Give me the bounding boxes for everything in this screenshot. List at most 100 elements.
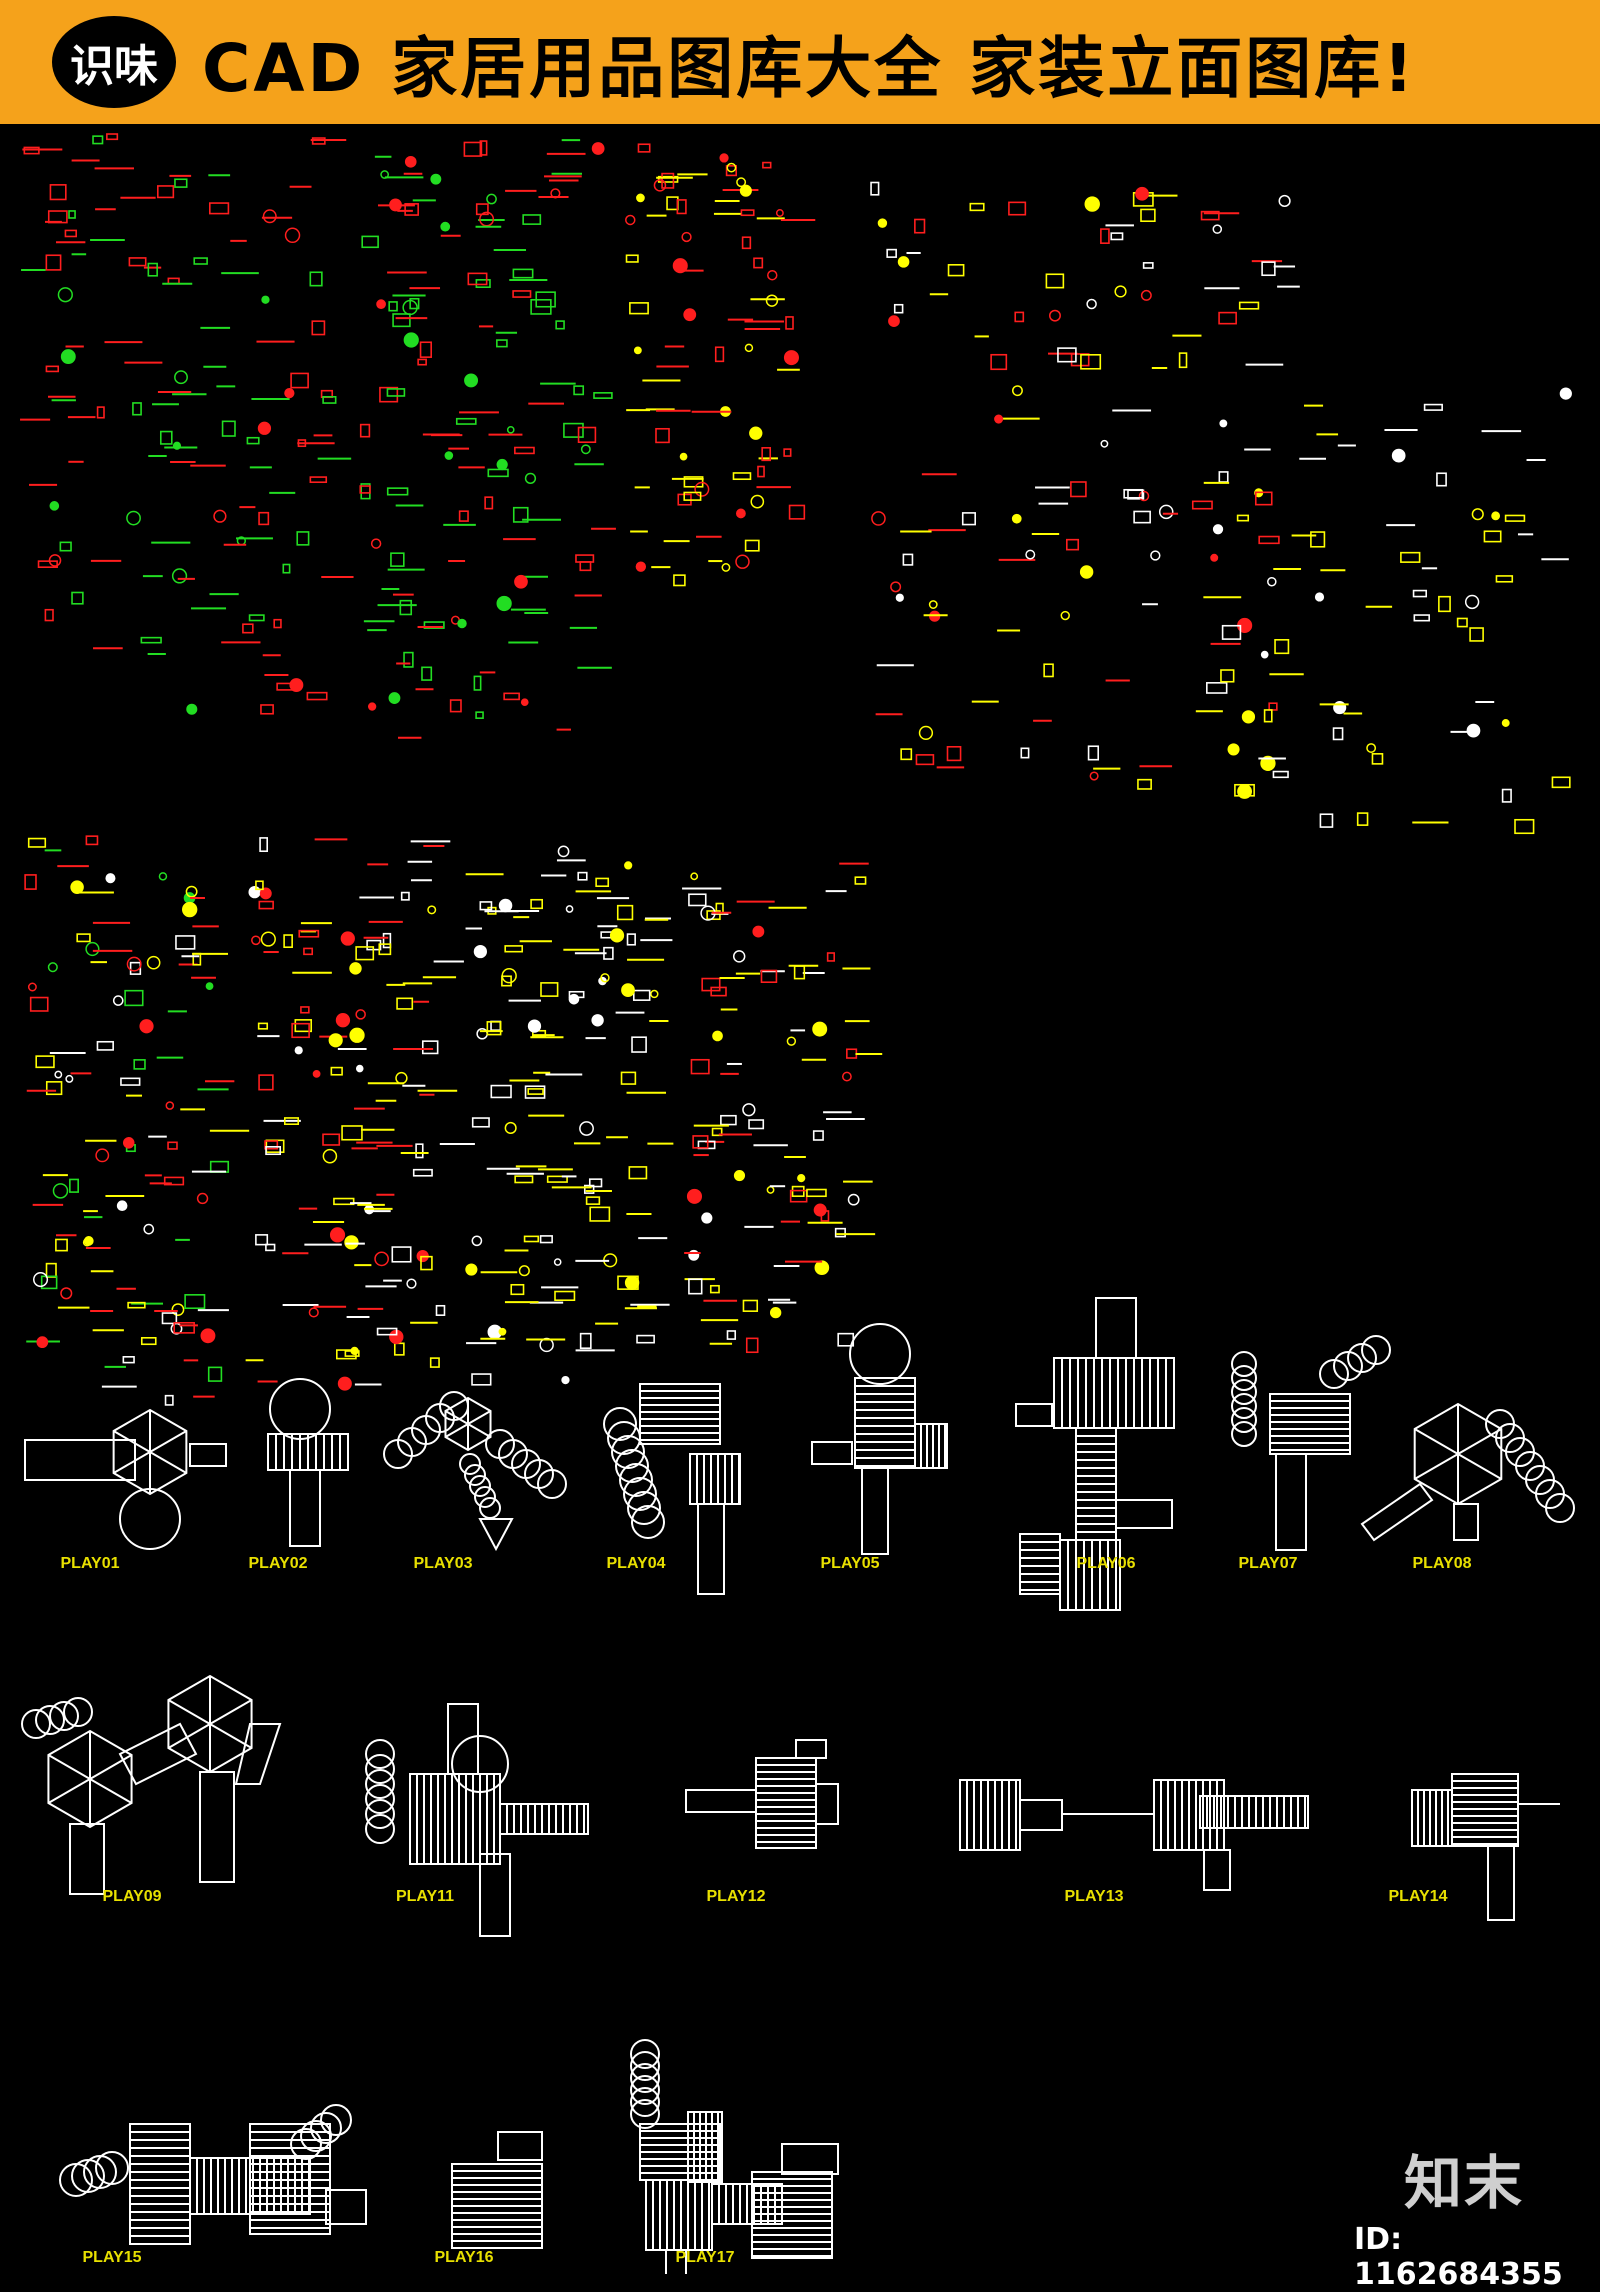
symbol-box: [298, 929, 320, 938]
playground-plan: [959, 1779, 1309, 1891]
symbol-dot: [635, 561, 647, 572]
symbol-dot: [744, 343, 754, 353]
symbol-box: [690, 1058, 710, 1075]
symbol-box: [486, 1021, 502, 1036]
symbol-dot: [650, 989, 659, 999]
symbol-box: [479, 140, 488, 156]
symbol-box: [720, 1114, 737, 1126]
symbol-dot: [1559, 387, 1572, 400]
symbol-dot: [1212, 524, 1224, 535]
plan-tube-ring: [459, 1453, 481, 1475]
symbol-box: [714, 346, 725, 363]
symbol-box: [159, 430, 173, 445]
symbol-box: [161, 1312, 178, 1325]
symbol-box: [473, 675, 482, 691]
symbol-dot: [337, 1376, 352, 1391]
symbol-box: [631, 1036, 647, 1053]
symbol-dot: [54, 1070, 63, 1079]
symbol-dot: [609, 928, 625, 943]
symbol-box: [503, 692, 520, 701]
plan-tube-ring: [464, 1464, 486, 1486]
symbol-box: [522, 214, 542, 225]
symbol-dot: [248, 886, 261, 899]
symbol-box: [512, 290, 532, 298]
symbol-box: [595, 877, 610, 888]
symbol-box: [900, 748, 913, 761]
symbol-box: [471, 1117, 490, 1128]
symbol-dot: [579, 1121, 594, 1136]
symbol-box: [585, 1196, 601, 1205]
symbol-box: [421, 666, 433, 681]
symbol-box: [744, 539, 760, 552]
symbol-box: [1133, 510, 1151, 524]
symbol-box: [45, 365, 60, 373]
symbol-dot: [328, 1033, 343, 1048]
symbol-box: [961, 512, 976, 526]
symbol-box: [475, 711, 484, 719]
play-label: PLAY07: [1239, 1555, 1298, 1572]
symbol-box: [990, 353, 1008, 371]
play-label: PLAY12: [707, 1888, 766, 1905]
symbol-box: [40, 1275, 58, 1290]
symbol-dot: [322, 1148, 338, 1164]
symbol-box: [870, 181, 880, 196]
symbol-box: [1218, 471, 1229, 483]
symbol-box: [1110, 232, 1124, 241]
plan-tube-ring: [1361, 1335, 1391, 1365]
symbol-box: [359, 485, 371, 494]
symbol-dot: [105, 873, 116, 884]
symbol-box: [761, 447, 772, 462]
symbol-box: [164, 1394, 174, 1406]
symbol-dot: [57, 287, 73, 303]
symbol-dot: [471, 1235, 483, 1247]
symbol-cluster: [625, 143, 816, 587]
symbol-box: [120, 1077, 141, 1086]
brand-logo: 识味: [52, 16, 176, 108]
plan-tube-ring: [365, 1754, 395, 1784]
symbol-dot: [553, 1258, 562, 1266]
symbol-box: [589, 1206, 611, 1222]
plan-roof-rib: [1414, 1453, 1459, 1480]
symbol-box: [283, 934, 293, 949]
plan-tube-ring: [619, 1463, 653, 1497]
symbol-box: [291, 1022, 310, 1039]
play-label: PLAY05: [821, 1555, 880, 1572]
symbol-box: [969, 202, 985, 212]
symbol-dot: [524, 472, 537, 485]
symbol-dot: [257, 421, 272, 435]
symbol-dot: [633, 346, 642, 355]
symbol-box: [1057, 347, 1077, 363]
symbol-dot: [171, 568, 188, 584]
symbol-box: [527, 1088, 544, 1095]
symbol-dot: [388, 692, 401, 704]
symbol-box: [192, 952, 202, 966]
symbol-dot: [465, 1263, 478, 1276]
symbol-dot: [897, 256, 910, 268]
symbol-dot: [284, 227, 301, 244]
symbol-box: [282, 563, 291, 574]
symbol-dot: [1011, 385, 1023, 397]
symbol-dot: [143, 1223, 155, 1235]
plan-roof-rib: [47, 1754, 91, 1780]
symbol-box: [524, 1085, 546, 1099]
plan-slide: [1487, 1845, 1515, 1921]
symbol-dot: [735, 554, 750, 569]
plan-tube-ring: [365, 1769, 395, 1799]
plan-swing: [811, 1441, 853, 1465]
symbol-box: [740, 209, 755, 217]
symbol-box: [257, 1022, 269, 1030]
symbol-box: [632, 989, 651, 1001]
plan-tube-ring: [1347, 1343, 1377, 1373]
symbol-dot: [213, 509, 227, 523]
plan-funnel: [478, 1518, 514, 1552]
symbol-dot: [1150, 550, 1161, 561]
symbol-box: [246, 436, 260, 445]
symbol-cluster: [20, 133, 354, 715]
symbol-box: [946, 745, 962, 762]
symbol-dot: [739, 184, 752, 197]
plan-tube-ring: [63, 1697, 93, 1727]
plan-slide: [1203, 1849, 1231, 1891]
symbol-dot: [1501, 719, 1510, 727]
symbol-dot: [70, 880, 84, 894]
playground-plan: [451, 2131, 543, 2249]
